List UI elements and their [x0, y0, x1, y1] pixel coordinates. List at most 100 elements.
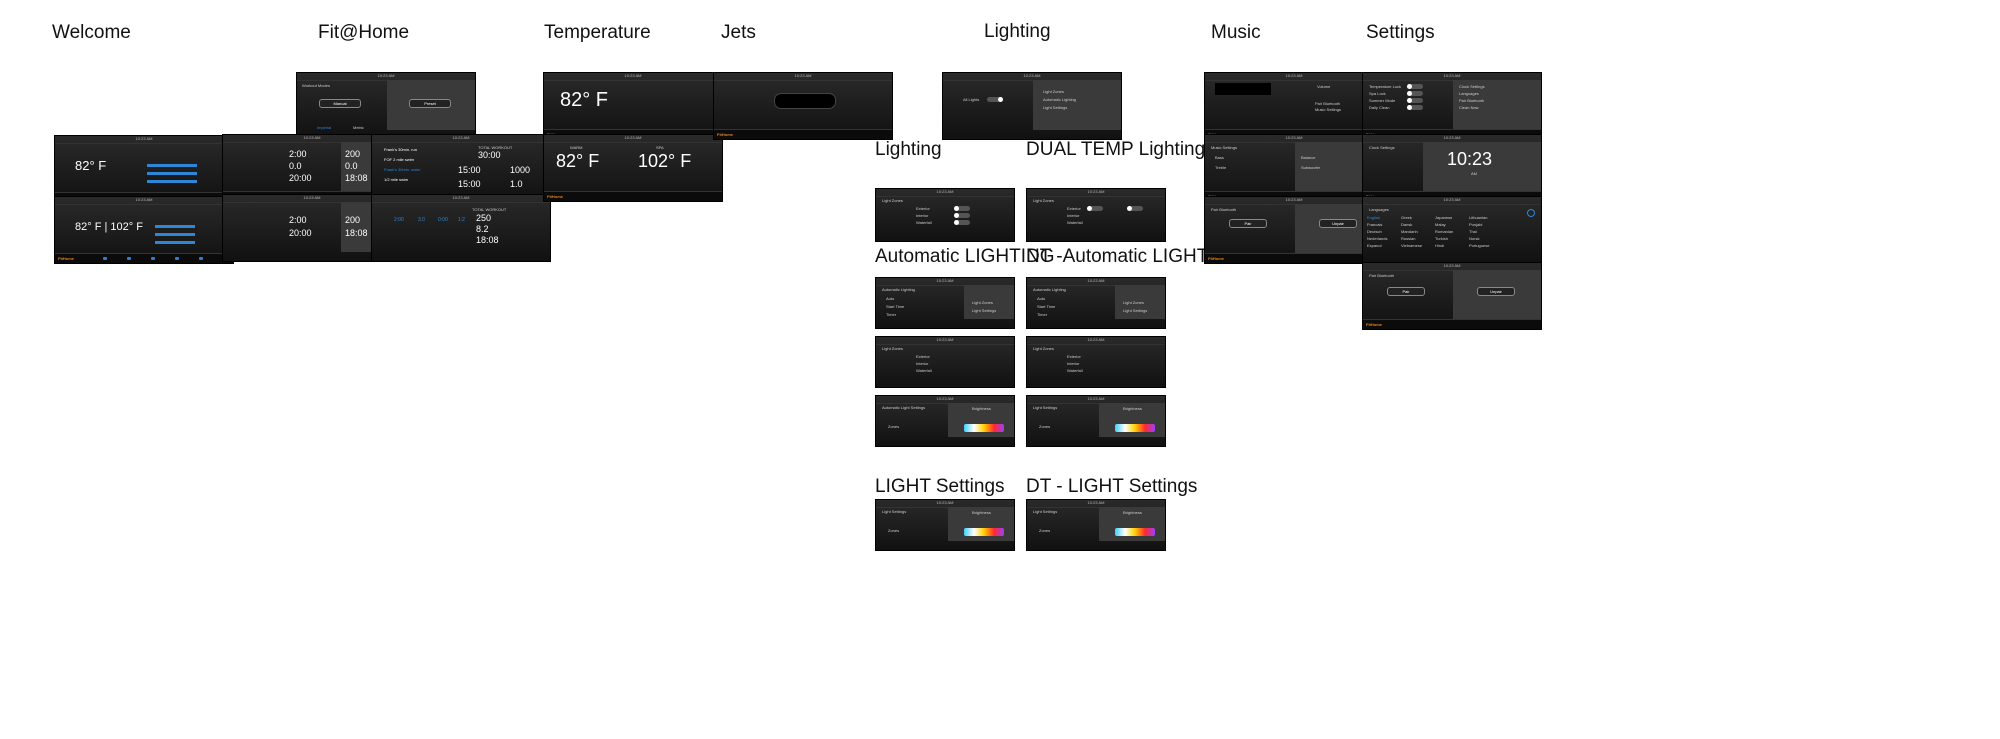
manual-button[interactable]: Manual [319, 99, 361, 108]
light-settings-link[interactable]: Light Settings [1043, 105, 1068, 110]
color-selector[interactable] [964, 528, 1004, 536]
clock-settings-screen[interactable]: 10:23 AM Clock Settings 10:23 AM FitHome [1362, 134, 1542, 202]
fit-preset-list-screen[interactable]: 10:23 AM Frank's 30min. run FOF 2 mile s… [371, 134, 551, 202]
language-option[interactable]: Norsk [1469, 236, 1480, 241]
language-option[interactable]: Portuguese [1469, 243, 1490, 248]
music-settings-screen[interactable]: 10:23 AM Music Settings Bass Treble Bala… [1204, 134, 1384, 202]
unpair-button[interactable]: Unpair [1477, 287, 1515, 296]
temperature-lock-toggle[interactable] [1407, 84, 1423, 89]
language-option[interactable]: Hindi [1435, 243, 1445, 248]
temperature-screen-dual[interactable]: 10:23 AM WARM SPA 82° F 102° F FitHome [543, 134, 723, 202]
music-settings-link[interactable]: Music Settings [1315, 107, 1342, 112]
pair-button[interactable]: Pair [1387, 287, 1425, 296]
pair-bluetooth-link[interactable]: Pair Bluetooth [1459, 98, 1485, 103]
light-zones-link[interactable]: Light Zones [972, 300, 993, 305]
dt-lighting-zones-screen[interactable]: 10:23 AM Light Zones Exterior Interior W… [1026, 188, 1166, 242]
dt-automatic-lighting-screen[interactable]: 10:23 AM Automatic Lighting Auto Start T… [1026, 277, 1166, 329]
row-value: 0:00 [438, 217, 448, 223]
imperial-option[interactable]: Imperial [317, 125, 332, 130]
lighting-zones-screen-2[interactable]: 10:23 AM Light Zones Exterior Interior W… [875, 336, 1015, 388]
language-option[interactable]: Japanese [1435, 215, 1453, 220]
workout-modes-screen[interactable]: 10:23 AM Workout Modes Manual Preset Imp… [296, 72, 476, 140]
lighting-main-screen[interactable]: 10:23 AM All Lights Light Zones Automati… [942, 72, 1122, 140]
music-pair-bluetooth-screen[interactable]: 10:23 AM Pair Bluetooth Pair Unpair FitH… [1204, 196, 1384, 264]
language-option[interactable]: Vietnamese [1401, 243, 1423, 248]
light-settings-link[interactable]: Light Settings [1123, 308, 1148, 313]
all-lights-toggle[interactable] [987, 97, 1003, 102]
preset-item[interactable]: Frank's 30min. swim [384, 167, 421, 172]
interior-toggle[interactable] [954, 213, 970, 218]
pair-bluetooth-screen[interactable]: 10:23 AM Pair Bluetooth Pair Unpair FitH… [1362, 262, 1542, 330]
jets-control[interactable] [774, 93, 836, 109]
language-option[interactable]: Nederlands [1367, 236, 1388, 241]
language-option[interactable]: Greek [1401, 215, 1412, 220]
welcome-screen-dual[interactable]: 10:23 AM 82° F | 102° F FitHome [54, 196, 234, 264]
color-selector[interactable] [1115, 528, 1155, 536]
language-option[interactable]: Punjabi [1469, 222, 1483, 227]
jets-nav-icon[interactable] [127, 257, 131, 260]
language-option[interactable]: Malay [1435, 222, 1446, 227]
light-settings-screen[interactable]: 10:23 AM Light Settings Zones Brightness [875, 499, 1015, 551]
temperature-screen-single[interactable]: 10:23 AM 82° F FitHome [543, 72, 723, 140]
clean-now-button[interactable]: Clean Now [1459, 105, 1479, 110]
color-selector[interactable] [964, 424, 1004, 432]
language-option[interactable]: Mandarin [1401, 229, 1418, 234]
language-option[interactable]: Deutsch [1367, 229, 1382, 234]
light-zones-link[interactable]: Light Zones [1043, 89, 1064, 94]
language-option[interactable]: Francais [1367, 222, 1383, 227]
time-value: 15:00 [458, 165, 481, 175]
waterfall-toggle[interactable] [954, 220, 970, 225]
unpair-button[interactable]: Unpair [1319, 219, 1357, 228]
language-option[interactable]: Lithuanian [1469, 215, 1488, 220]
lighting-zones-screen[interactable]: 10:23 AM Light Zones Exterior Interior W… [875, 188, 1015, 242]
settings-main-screen[interactable]: 10:23 AM Temperature Lock Spa Lock Summe… [1362, 72, 1542, 140]
dt-lighting-zones-screen-2[interactable]: 10:23 AM Light Zones Exterior Interior W… [1026, 336, 1166, 388]
exterior-toggle[interactable] [954, 206, 970, 211]
check-icon [1527, 209, 1535, 217]
settings-nav-icon[interactable] [199, 257, 203, 260]
automatic-lighting-screen[interactable]: 10:23 AM Automatic Lighting Auto Start T… [875, 277, 1015, 329]
preset-item[interactable]: 1/2 mile swim [384, 177, 409, 182]
interior-label: Interior [916, 361, 929, 366]
daily-clean-toggle[interactable] [1407, 105, 1423, 110]
clock-settings-link[interactable]: Clock Settings [1459, 84, 1485, 89]
pair-bluetooth-link[interactable]: Pair Bluetooth [1315, 101, 1341, 106]
preset-item[interactable]: Frank's 30min. run [384, 147, 417, 152]
summer-mode-toggle[interactable] [1407, 98, 1423, 103]
metric-option[interactable]: Metric [353, 125, 364, 130]
exterior-toggle-2[interactable] [1127, 206, 1143, 211]
language-option[interactable]: English [1367, 215, 1381, 220]
temperature-readout: 82° F [75, 158, 107, 173]
music-nav-icon[interactable] [175, 257, 179, 260]
exterior-toggle[interactable] [1087, 206, 1103, 211]
waterfall-label: Waterfall [916, 368, 932, 373]
language-option[interactable]: Thai [1469, 229, 1477, 234]
automatic-light-settings-screen[interactable]: 10:23 AM Automatic Light Settings Zones … [875, 395, 1015, 447]
language-option[interactable]: Romanian [1435, 229, 1454, 234]
preset-item[interactable]: FOF 2 mile swim [384, 157, 414, 162]
all-lights-label: All Lights [963, 97, 980, 102]
pair-button[interactable]: Pair [1229, 219, 1267, 228]
language-option[interactable]: Turkish [1435, 236, 1448, 241]
automatic-lighting-link[interactable]: Automatic Lighting [1043, 97, 1076, 102]
language-option[interactable]: Russian [1401, 236, 1416, 241]
spa-lock-toggle[interactable] [1407, 91, 1423, 96]
light-settings-link[interactable]: Light Settings [972, 308, 997, 313]
languages-link[interactable]: Languages [1459, 91, 1479, 96]
am-pm-toggle[interactable]: AM [1471, 171, 1477, 176]
temp-nav-icon[interactable] [103, 257, 107, 260]
music-player-screen[interactable]: 10:23 AM Volume Pair Bluetooth Music Set… [1204, 72, 1384, 140]
dt-light-settings-screen-2[interactable]: 10:23 AM Light Settings Zones Brightness [1026, 499, 1166, 551]
language-option[interactable]: Espanol [1367, 243, 1382, 248]
fit-preset-detail-screen[interactable]: 10:23 AM 2:00 3.0 0:00 1:2 TOTAL WORKOUT… [371, 194, 551, 262]
jets-screen[interactable]: 10:23 AM FitHome [713, 72, 893, 140]
welcome-screen-single[interactable]: 10:23 AM 82° F FitHome [54, 135, 234, 203]
preset-button[interactable]: Preset [409, 99, 451, 108]
light-zones-link[interactable]: Light Zones [1123, 300, 1144, 305]
dt-light-settings-screen[interactable]: 10:23 AM Light Settings Zones Brightness [1026, 395, 1166, 447]
clock-time-display[interactable]: 10:23 [1447, 149, 1493, 169]
light-nav-icon[interactable] [151, 257, 155, 260]
color-selector[interactable] [1115, 424, 1155, 432]
language-option[interactable]: Dansk [1401, 222, 1413, 227]
